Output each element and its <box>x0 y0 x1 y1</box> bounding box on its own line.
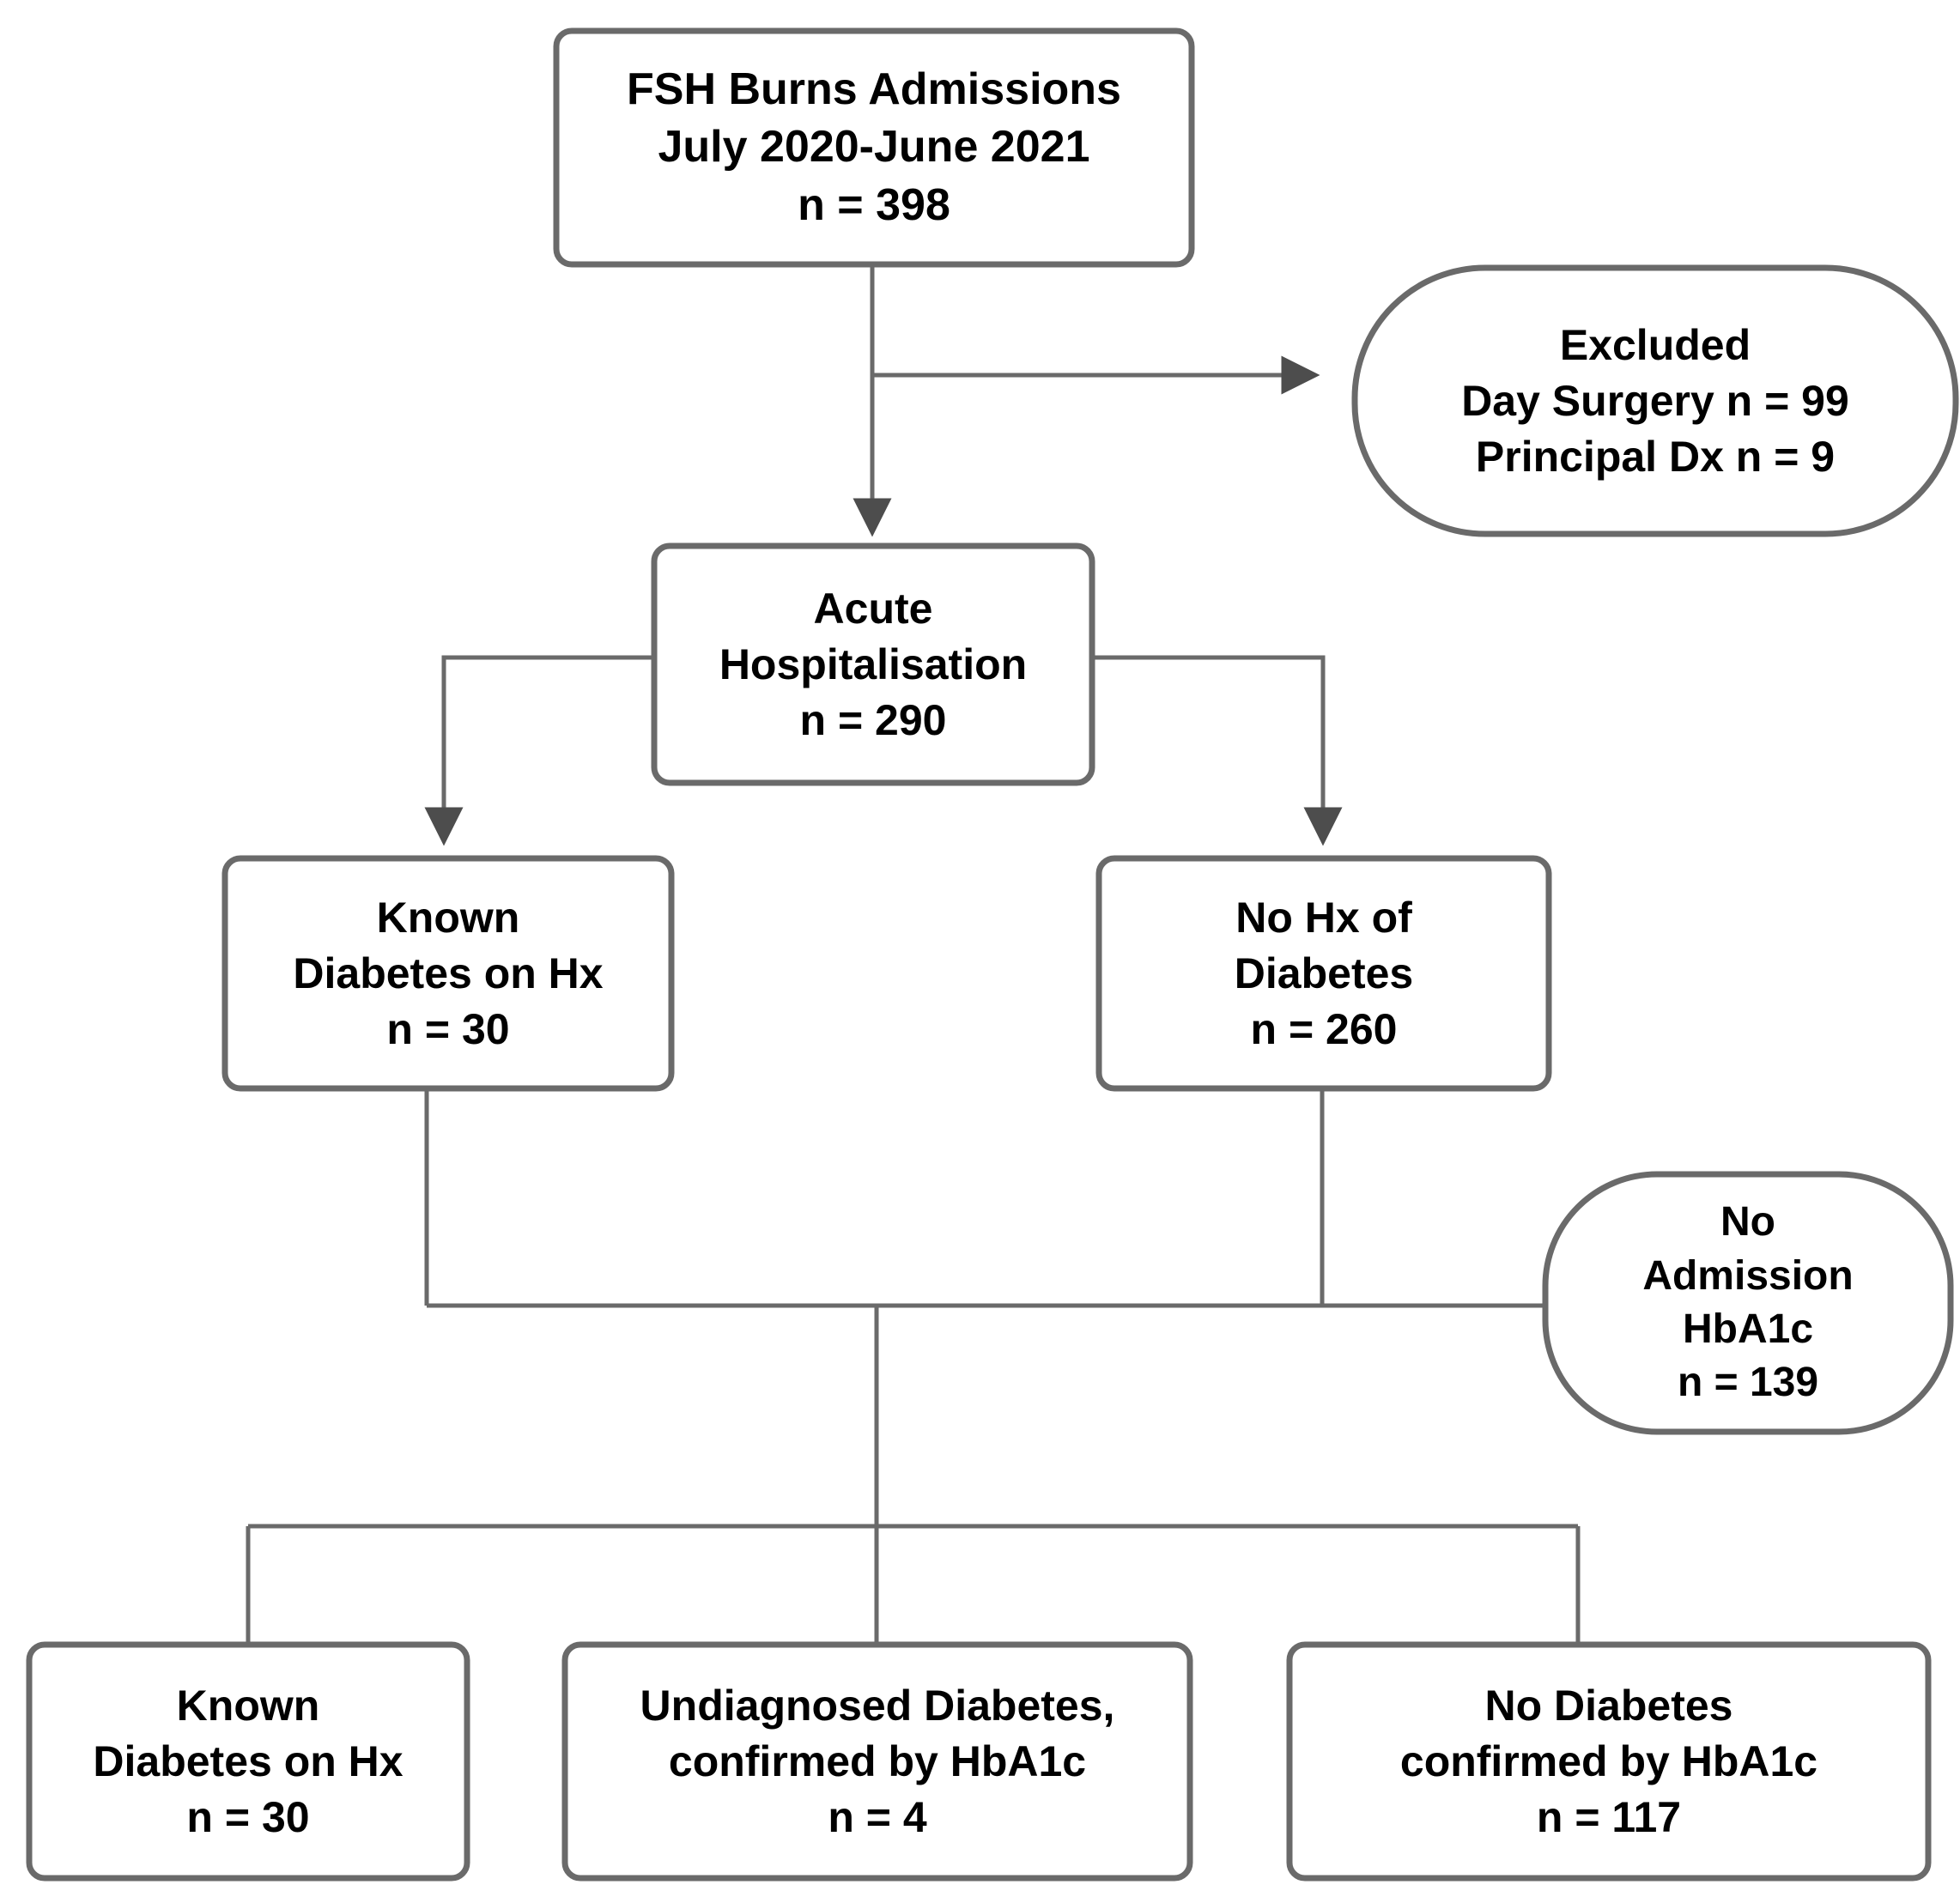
node-no-hx-shape <box>1095 855 1552 1092</box>
node-no-admission-shape <box>1542 1171 1954 1435</box>
node-known-hx-shape <box>221 855 675 1092</box>
node-acute-shape <box>651 542 1095 786</box>
node-known-hx-final-shape <box>26 1641 470 1882</box>
node-no-diabetes-shape <box>1286 1641 1932 1882</box>
node-excluded-shape <box>1351 264 1959 537</box>
edge-acute-to-no-hx <box>1089 655 1343 846</box>
node-undiagnosed-shape <box>561 1641 1193 1882</box>
edge-acute-to-known-hx <box>424 655 652 846</box>
node-admissions-shape <box>553 27 1195 268</box>
